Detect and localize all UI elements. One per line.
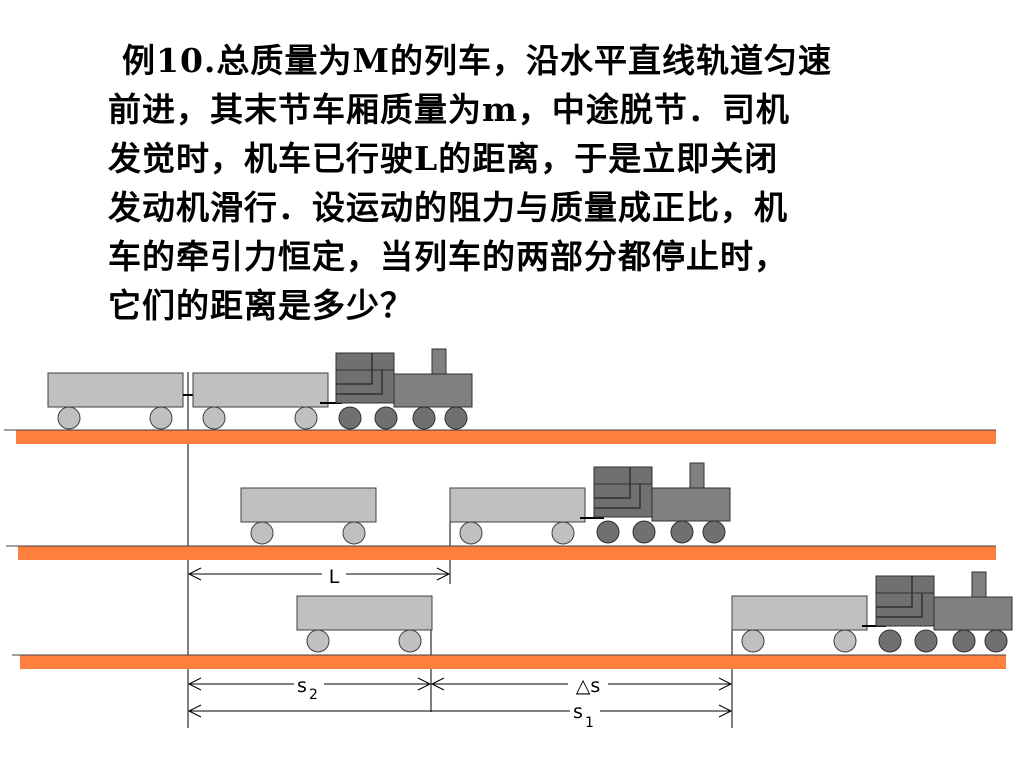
- label-s2-sub: 2: [309, 687, 318, 703]
- problem-line-1: 例10.总质量为M的列车，沿水平直线轨道匀速: [122, 41, 832, 80]
- wagon-front-3: [731, 595, 868, 653]
- locomotive-1: [335, 348, 473, 430]
- track-3: [20, 655, 1006, 669]
- detached-wagon-2: [240, 487, 377, 545]
- problem-line-5: 车的牵引力恒定，当列车的两部分都停止时，: [108, 237, 788, 276]
- locomotive-2: [593, 462, 731, 544]
- wagon-front-2: [449, 487, 586, 545]
- track-1: [16, 430, 996, 444]
- locomotive-3: [875, 571, 1013, 653]
- label-delta-s: △s: [576, 675, 601, 697]
- track-2: [18, 546, 996, 560]
- detached-wagon-3: [296, 595, 433, 653]
- label-s1-sub: 1: [585, 715, 594, 731]
- row-1: [4, 348, 996, 444]
- problem-line-4: 发动机滑行．设运动的阻力与质量成正比，机: [108, 188, 788, 227]
- label-L: L: [329, 566, 340, 588]
- problem-text: 例10.总质量为M的列车，沿水平直线轨道匀速 前进，其末节车厢质量为m，中途脱节…: [108, 36, 928, 330]
- label-s1: s: [573, 701, 583, 723]
- wagon-tail: [47, 372, 184, 430]
- wagon-front: [192, 372, 329, 430]
- problem-line-2: 前进，其末节车厢质量为m，中途脱节．司机: [108, 90, 790, 129]
- problem-line-3: 发觉时，机车已行驶L的距离，于是立即关闭: [108, 139, 779, 178]
- label-s2: s: [297, 675, 307, 697]
- row-3: s 2 △s s 1: [12, 571, 1013, 731]
- problem-line-6: 它们的距离是多少？: [108, 286, 414, 325]
- row-2: L: [6, 462, 996, 588]
